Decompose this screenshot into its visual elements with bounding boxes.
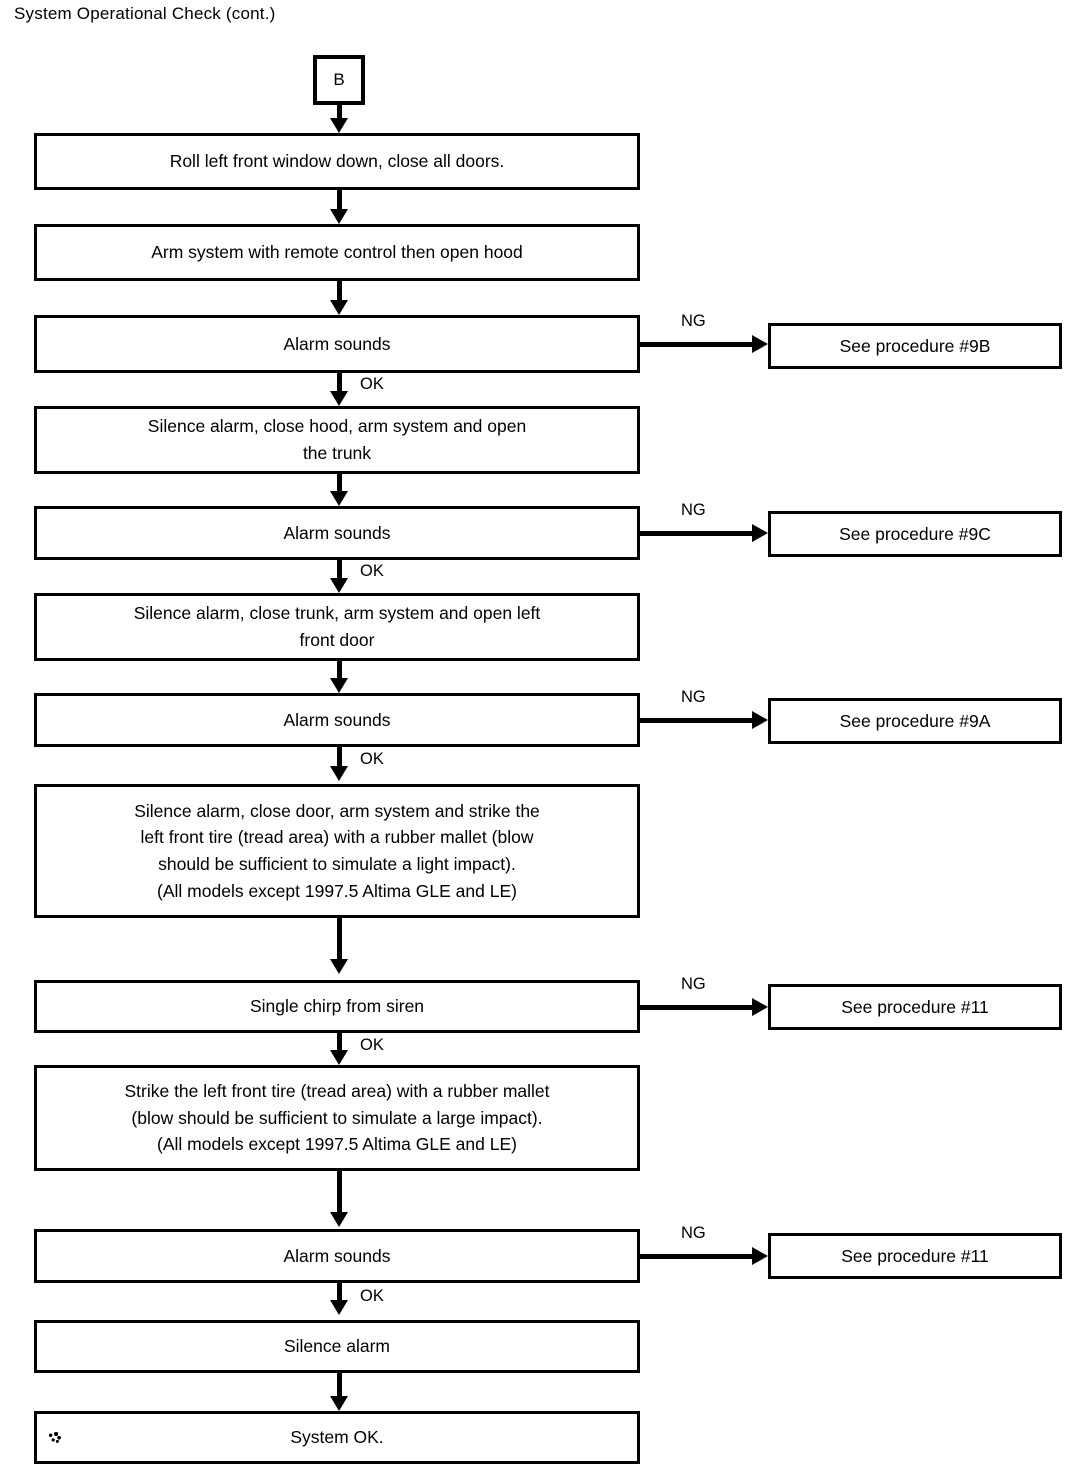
node-text: Alarm sounds [283, 522, 391, 543]
edge-label-ng: NG [681, 688, 706, 706]
node-text: Single chirp from siren [249, 996, 425, 1017]
node-text: Alarm sounds [283, 1245, 391, 1266]
node-text: Alarm sounds [283, 709, 391, 730]
node-text: Silence alarm, close hood, arm system an… [147, 416, 527, 463]
node-see-procedure-11-alarm: See procedure #11 [768, 1233, 1062, 1279]
edge-label-ng: NG [681, 975, 706, 993]
node-strike-tire-light: Silence alarm, close door, arm system an… [34, 784, 640, 918]
edge-label-ng: NG [681, 1224, 706, 1242]
node-alarm-sounds-hood: Alarm sounds [34, 315, 640, 373]
node-silence-close-hood: Silence alarm, close hood, arm system an… [34, 406, 640, 474]
edge-label-ok: OK [360, 562, 384, 580]
node-text: Arm system with remote control then open… [151, 242, 523, 263]
page-title: System Operational Check (cont.) [14, 4, 276, 23]
node-text: Silence alarm, close trunk, arm system a… [133, 603, 541, 650]
node-silence-alarm: Silence alarm [34, 1320, 640, 1373]
edge-label-ng: NG [681, 312, 706, 330]
node-alarm-sounds-impact: Alarm sounds [34, 1229, 640, 1283]
node-strike-tire-large: Strike the left front tire (tread area) … [34, 1065, 640, 1171]
node-text: Alarm sounds [283, 333, 391, 354]
node-arm-open-hood: Arm system with remote control then open… [34, 224, 640, 281]
node-alarm-sounds-door: Alarm sounds [34, 693, 640, 747]
connector-b-label: B [333, 70, 345, 89]
edge-label-ok: OK [360, 750, 384, 768]
node-text: Silence alarm [283, 1336, 391, 1357]
edge-label-ok: OK [360, 1036, 384, 1054]
scan-artifact-mark [48, 1432, 61, 1443]
connector-b: B [313, 55, 365, 105]
node-system-ok: System OK. [34, 1411, 640, 1464]
node-single-chirp: Single chirp from siren [34, 980, 640, 1033]
node-alarm-sounds-trunk: Alarm sounds [34, 506, 640, 560]
node-see-procedure-11-chirp: See procedure #11 [768, 984, 1062, 1030]
node-text: Roll left front window down, close all d… [169, 151, 505, 172]
node-roll-window: Roll left front window down, close all d… [34, 133, 640, 190]
edge-label-ok: OK [360, 375, 384, 393]
node-see-procedure-9c: See procedure #9C [768, 511, 1062, 557]
edge-label-ok: OK [360, 1287, 384, 1305]
node-text: System OK. [290, 1427, 384, 1448]
node-see-procedure-9a: See procedure #9A [768, 698, 1062, 744]
node-text: See procedure #9A [839, 710, 991, 731]
node-see-procedure-9b: See procedure #9B [768, 323, 1062, 369]
edge-label-ng: NG [681, 501, 706, 519]
node-text: See procedure #9C [839, 523, 991, 544]
node-text: See procedure #9B [839, 335, 991, 356]
node-text: Silence alarm, close door, arm system an… [134, 800, 540, 901]
node-text: See procedure #11 [841, 1245, 989, 1266]
node-text: Strike the left front tire (tread area) … [124, 1081, 550, 1155]
node-silence-close-trunk: Silence alarm, close trunk, arm system a… [34, 593, 640, 661]
node-text: See procedure #11 [841, 996, 989, 1017]
